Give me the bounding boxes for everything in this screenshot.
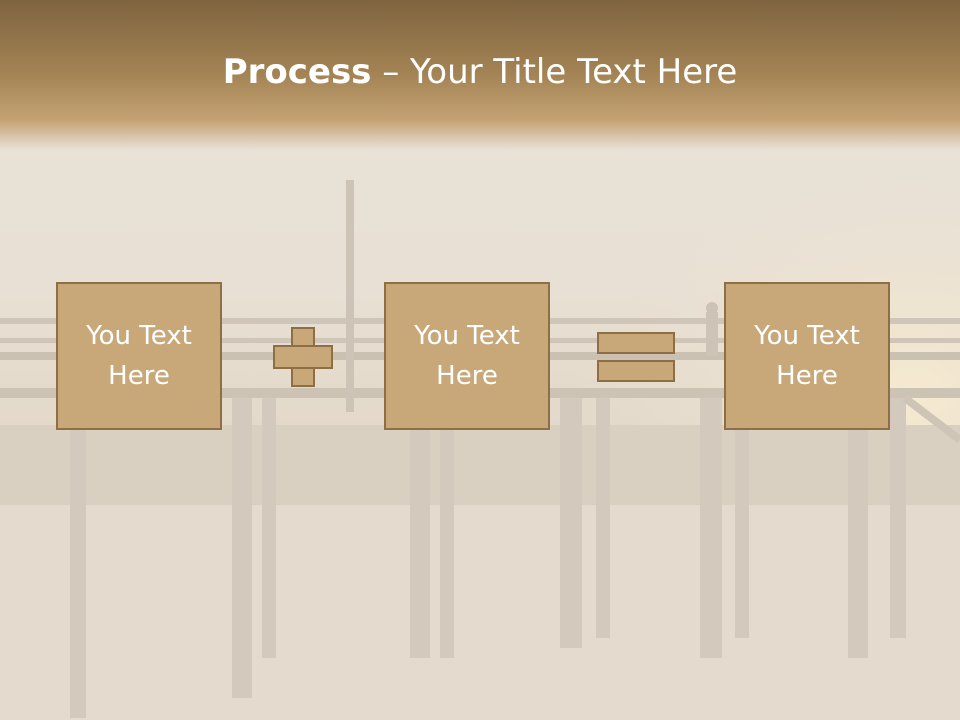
process-box-3-text: You Text Here (754, 321, 860, 391)
process-box-3[interactable]: You Text Here (724, 282, 890, 430)
slide-title: Process – Your Title Text Here (0, 52, 960, 92)
process-box-2-text: You Text Here (414, 321, 520, 391)
title-rest: – Your Title Text Here (371, 52, 738, 92)
process-box-1[interactable]: You Text Here (56, 282, 222, 430)
process-box-1-text: You Text Here (86, 321, 192, 391)
title-bar (0, 0, 960, 150)
title-bold: Process (222, 52, 372, 92)
process-box-2[interactable]: You Text Here (384, 282, 550, 430)
